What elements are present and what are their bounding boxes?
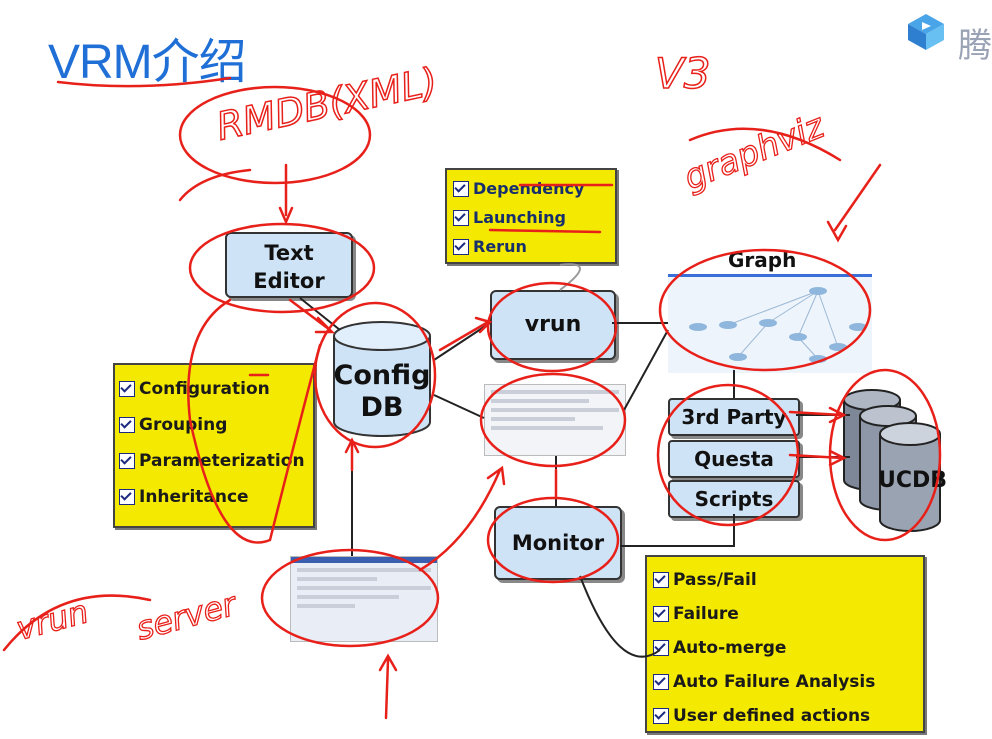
checkbox-icon — [653, 674, 669, 690]
ucdb-label: UCDB — [878, 468, 948, 493]
checkbox-icon — [653, 572, 669, 588]
handwriting-server: server — [132, 584, 241, 647]
note-item: Inheritance — [119, 479, 309, 515]
note-label: Failure — [673, 604, 739, 624]
scripts-label: Scripts — [694, 487, 774, 511]
note-label: User defined actions — [673, 706, 871, 726]
handwriting-v3: V3 — [655, 49, 710, 98]
graph-label: Graph — [728, 248, 797, 272]
monitor-box: Monitor — [494, 506, 622, 580]
note-item: Failure — [653, 597, 917, 631]
graph-panel — [668, 274, 872, 373]
text-editor-box: Text Editor — [225, 232, 353, 298]
page-title: VRM介绍 — [48, 36, 247, 89]
note-label: Configuration — [139, 379, 270, 399]
config-db-line1: Config — [333, 360, 431, 391]
ucdb-stack: UCDB — [838, 384, 950, 534]
questa-label: Questa — [694, 447, 774, 471]
handwriting-graphviz: graphviz — [678, 106, 830, 199]
note-label: Launching — [473, 208, 566, 227]
questa-box: Questa — [668, 440, 800, 478]
third-party-box: 3rd Party — [668, 398, 800, 436]
third-party-label: 3rd Party — [681, 405, 787, 429]
note-label: Dependency — [473, 179, 585, 198]
note-item: Launching — [453, 203, 609, 232]
note-item: Pass/Fail — [653, 563, 917, 597]
video-logo-icon — [908, 14, 944, 50]
checkbox-icon — [119, 417, 135, 433]
note-label: Inheritance — [139, 487, 249, 507]
handwriting-rmdb: RMDB(XML) — [213, 59, 441, 149]
handwriting-vrun: vrun — [12, 592, 92, 648]
result-note: Pass/Fail Failure Auto-merge Auto Failur… — [645, 555, 925, 733]
report-screenshot — [484, 384, 626, 456]
note-label: Auto-merge — [673, 638, 787, 658]
server-gui-screenshot — [290, 556, 438, 642]
checkbox-icon — [653, 606, 669, 622]
scripts-box: Scripts — [668, 480, 800, 518]
logo-text: 腾 — [958, 26, 992, 66]
checkbox-icon — [653, 640, 669, 656]
vrun-label: vrun — [524, 312, 582, 337]
vrun-box: vrun — [490, 290, 616, 360]
note-item: Auto Failure Analysis — [653, 665, 917, 699]
note-label: Grouping — [139, 415, 228, 435]
note-item: Rerun — [453, 232, 609, 261]
config-db-label: Config DB — [330, 360, 434, 424]
note-label: Auto Failure Analysis — [673, 672, 876, 692]
checkbox-icon — [453, 180, 469, 197]
config-db-line2: DB — [360, 392, 404, 423]
note-item: User defined actions — [653, 699, 917, 733]
text-editor-label: Text Editor — [253, 241, 325, 293]
note-item: Auto-merge — [653, 631, 917, 665]
checkbox-icon — [119, 381, 135, 397]
note-item: Parameterization — [119, 443, 309, 479]
note-label: Parameterization — [139, 451, 305, 471]
note-label: Pass/Fail — [673, 570, 757, 590]
checkbox-icon — [453, 209, 469, 226]
checkbox-icon — [653, 708, 669, 724]
note-label: Rerun — [473, 237, 527, 256]
dependency-note: Dependency Launching Rerun — [445, 168, 617, 264]
monitor-label: Monitor — [511, 531, 605, 555]
note-item: Grouping — [119, 407, 309, 443]
note-item: Configuration — [119, 371, 309, 407]
config-note: Configuration Grouping Parameterization … — [113, 363, 315, 528]
checkbox-icon — [119, 453, 135, 469]
config-db-cylinder: Config DB — [330, 318, 434, 440]
note-item: Dependency — [453, 174, 609, 203]
checkbox-icon — [119, 489, 135, 505]
graph-thumbnail — [689, 287, 867, 363]
checkbox-icon — [453, 238, 469, 255]
